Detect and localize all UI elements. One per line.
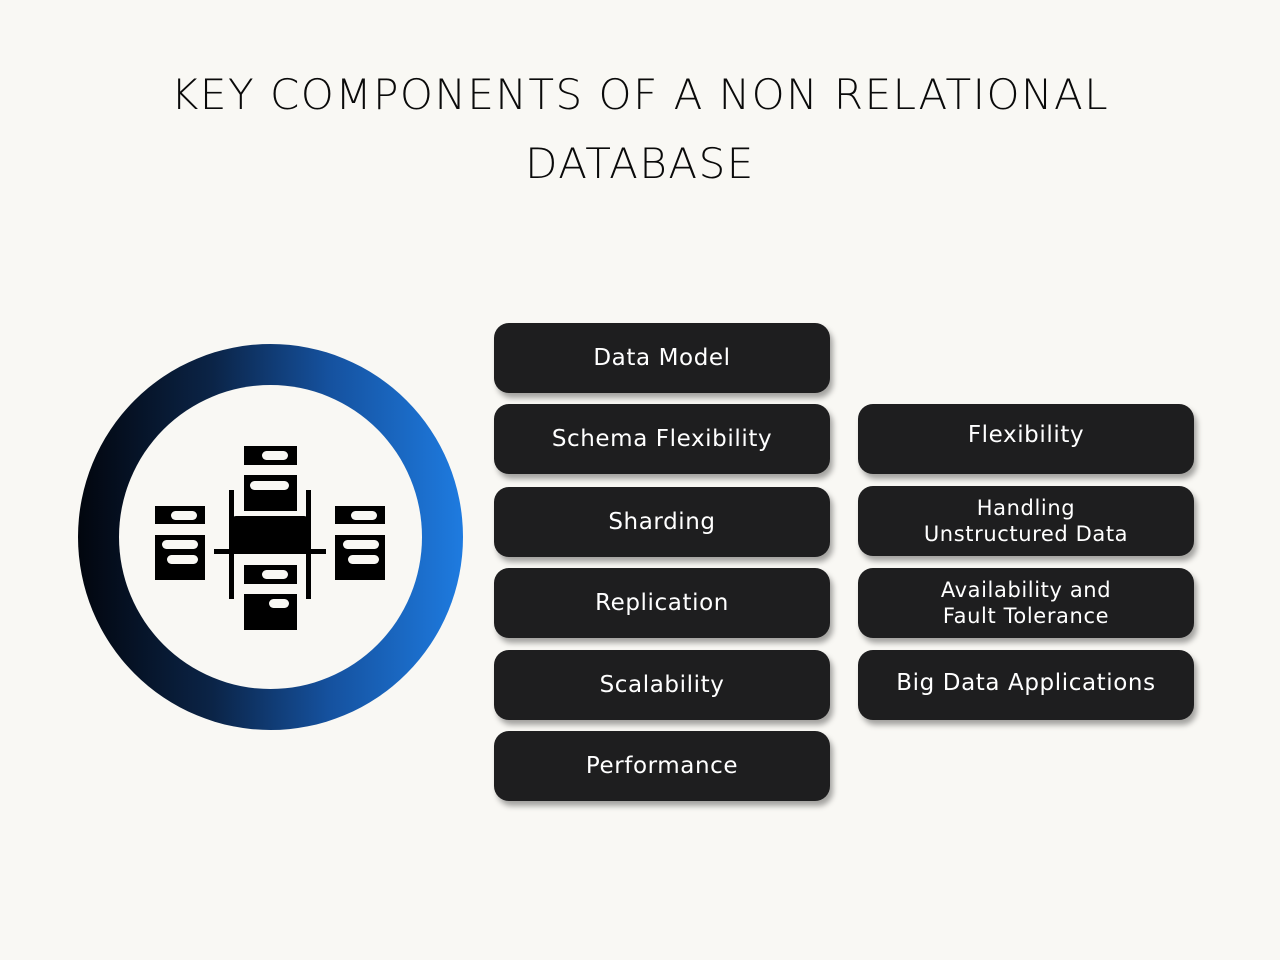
component-performance: Performance [494,731,830,801]
benefit-flexibility: Flexibility [858,404,1194,474]
connector-lines [214,490,326,599]
distributed-database-servers-icon [155,446,385,630]
benefit-availability-fault-tolerance: Availability and Fault Tolerance [858,568,1194,638]
benefit-handling-unstructured-data: Handling Unstructured Data [858,486,1194,556]
benefit-big-data-applications: Big Data Applications [858,650,1194,720]
component-sharding: Sharding [494,487,830,557]
server-left-icon [155,506,205,580]
server-right-icon [335,506,385,580]
page-title-line-1: KEY COMPONENTS OF A NON RELATIONAL [170,70,1110,119]
component-replication: Replication [494,568,830,638]
component-schema-flexibility: Schema Flexibility [494,404,830,474]
server-bottom-icon [244,565,297,630]
page-title-line-2: DATABASE [525,139,755,188]
server-top-icon [244,446,297,511]
component-scalability: Scalability [494,650,830,720]
component-data-model: Data Model [494,323,830,393]
